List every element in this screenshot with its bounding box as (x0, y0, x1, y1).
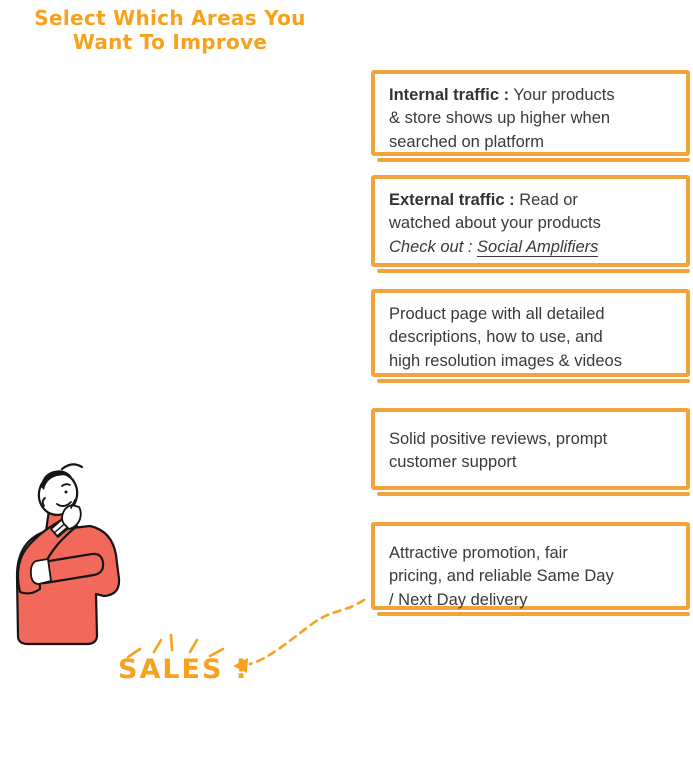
ear (41, 497, 46, 507)
sales-sparkle-lines-icon (126, 633, 225, 659)
info-box-text: Product page with all detailed descripti… (389, 305, 622, 370)
forearm-cuff (29, 558, 52, 585)
info-box-internal-traffic: Internal traffic : Your products & store… (371, 70, 690, 162)
hand (61, 504, 82, 530)
info-box-text: Internal traffic : Your products & store… (389, 84, 672, 154)
info-box-bold-label: Internal traffic : (389, 86, 510, 104)
finger (70, 499, 76, 509)
smile (56, 501, 72, 507)
social-amplifiers-link[interactable]: Social Amplifiers (477, 237, 599, 257)
info-box-bold-label: External traffic : (389, 191, 515, 209)
check-out-prefix: Check out : (389, 237, 478, 256)
hair-arc-line (60, 463, 84, 471)
info-box-external-traffic: External traffic : Read or watched about… (371, 175, 690, 273)
dashed-curved-arrow-icon (233, 598, 366, 673)
info-box-promotion-delivery: Attractive promotion, fair pricing, and … (371, 522, 690, 616)
info-box-product-page: Product page with all detailed descripti… (371, 289, 690, 383)
check-out-line: Check out : Social Amplifiers (389, 236, 672, 259)
info-box-body: Read or watched about your products (389, 191, 601, 233)
page-title: Select Which Areas You Want To Improve (34, 6, 306, 54)
info-box-body: Your products & store shows up higher wh… (389, 86, 615, 151)
info-box-reviews-support: Solid positive reviews, prompt customer … (371, 408, 690, 496)
thinking-person-illustration (15, 463, 121, 646)
info-box-text: External traffic : Read or watched about… (389, 189, 672, 236)
eye (64, 490, 68, 494)
info-box-text: Solid positive reviews, prompt customer … (389, 430, 608, 472)
info-box-text: Attractive promotion, fair pricing, and … (389, 544, 614, 609)
arrowhead (233, 658, 248, 673)
eyebrow (61, 483, 71, 487)
sales-label: SALES ! (118, 654, 250, 685)
hair (41, 470, 72, 490)
